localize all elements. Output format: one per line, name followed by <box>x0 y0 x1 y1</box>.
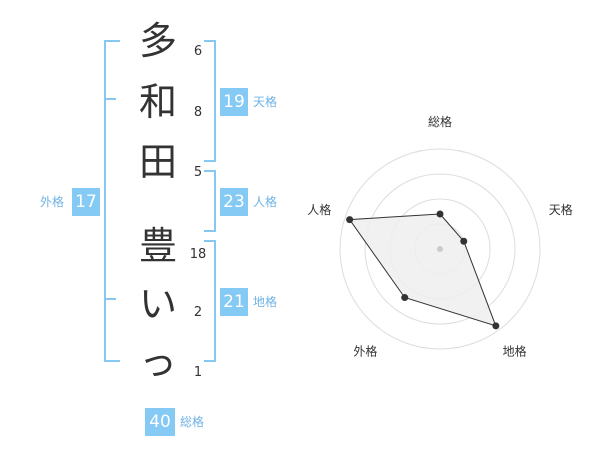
jinkaku-badge: 23 <box>220 188 248 216</box>
radar-axis-label-2: 天格 <box>549 202 573 217</box>
jinkaku-label: 人格 <box>253 195 278 209</box>
soukaku-label: 総格 <box>180 415 205 429</box>
chikaku-label: 地格 <box>253 295 278 309</box>
name-char-3: 田 <box>138 140 177 184</box>
tenkaku-badge: 19 <box>220 88 248 116</box>
gaikaku-badge: 17 <box>72 188 100 216</box>
stroke-count-5: 2 <box>193 305 203 320</box>
chikaku-badge: 21 <box>220 288 248 316</box>
name-char-6: っ <box>138 340 177 384</box>
stroke-count-2: 8 <box>193 105 203 120</box>
stroke-count-1: 6 <box>193 44 203 59</box>
radar-axis-label-3: 地格 <box>503 344 527 359</box>
name-char-1: 多 <box>138 19 177 63</box>
radar-axis-label-5: 人格 <box>307 202 331 217</box>
tenkaku-bracket <box>204 40 216 162</box>
radar-point-5 <box>346 216 354 224</box>
tenkaku-label: 天格 <box>253 95 278 109</box>
stroke-count-4: 18 <box>189 247 207 262</box>
jinkaku-bracket <box>204 170 216 232</box>
radar-point-3 <box>492 322 500 330</box>
gaikaku-bracket <box>104 40 120 362</box>
radar-point-1 <box>436 210 444 218</box>
gaikaku-bracket-tick <box>104 98 116 100</box>
chikaku-bracket <box>204 240 216 362</box>
name-char-5: い <box>138 282 177 326</box>
stroke-count-3: 5 <box>193 165 203 180</box>
radar-polygon <box>348 213 497 327</box>
radar-point-2 <box>460 237 468 245</box>
radar-center-dot <box>437 246 443 252</box>
stroke-count-6: 1 <box>193 365 203 380</box>
radar-ring <box>339 148 541 350</box>
radar-point-4 <box>401 294 409 302</box>
radar-axis-label-1: 総格 <box>428 114 452 129</box>
name-char-4: 豊 <box>138 224 177 268</box>
radar-axis-label-4: 外格 <box>353 344 377 359</box>
radar-ring <box>364 173 516 325</box>
name-char-2: 和 <box>138 80 177 124</box>
soukaku-badge: 40 <box>145 408 175 436</box>
gaikaku-label: 外格 <box>40 195 65 209</box>
gaikaku-bracket-tick <box>104 298 116 300</box>
